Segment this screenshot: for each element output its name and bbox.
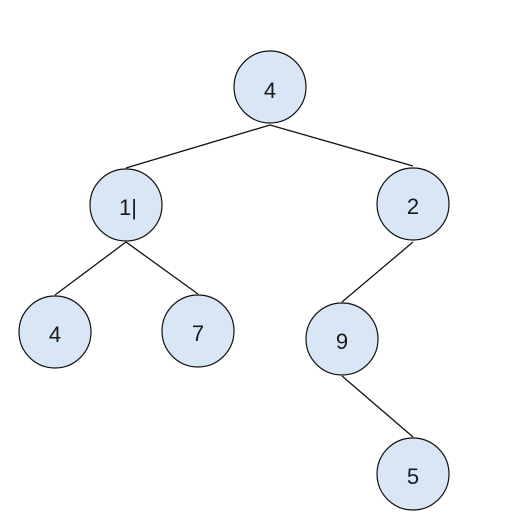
tree-node-left-right: 7	[161, 294, 235, 368]
tree-node-right-left: 9	[305, 302, 379, 376]
edge-right-left-right-left-right	[341, 375, 414, 438]
tree-edges	[54, 124, 414, 438]
edge-root-left	[125, 124, 271, 169]
node-circle	[376, 437, 450, 511]
edge-left-left-left	[54, 241, 127, 296]
node-label: 4	[264, 78, 276, 103]
node-label: 4	[49, 322, 61, 347]
edge-root-right	[269, 124, 414, 167]
tree-node-right: 2	[376, 167, 450, 241]
node-label: 1|	[119, 195, 137, 220]
edge-left-left-right	[125, 241, 199, 295]
node-circle	[161, 294, 235, 368]
node-label: 7	[192, 321, 204, 346]
tree-node-root: 4	[233, 50, 307, 124]
node-circle	[305, 302, 379, 376]
tree-node-right-left-right: 5	[376, 437, 450, 511]
tree-node-left: 1|	[89, 168, 163, 242]
node-circle	[376, 167, 450, 241]
edge-right-right-left	[341, 241, 414, 303]
node-circle	[18, 295, 92, 369]
node-circle	[233, 50, 307, 124]
tree-node-left-left: 4	[18, 295, 92, 369]
tree-nodes: 4 1| 2 4 7 9 5	[18, 50, 450, 511]
node-label: 5	[407, 464, 419, 489]
node-label: 9	[336, 329, 348, 354]
node-label: 2	[407, 194, 419, 219]
node-circle	[89, 168, 163, 242]
